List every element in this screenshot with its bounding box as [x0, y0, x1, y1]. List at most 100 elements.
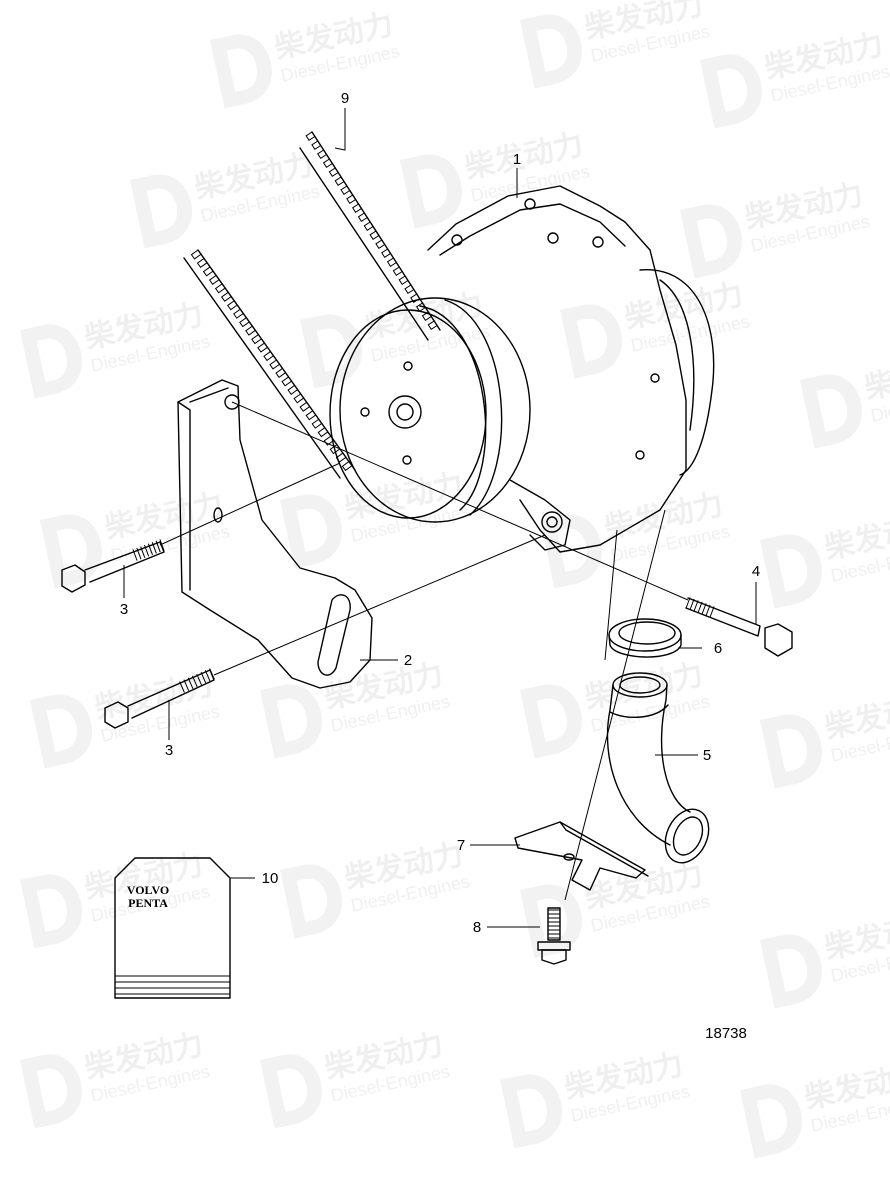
belt-tooth: [202, 266, 214, 277]
thread-line: [697, 601, 703, 614]
belt-tooth: [227, 300, 238, 311]
thread-line: [196, 673, 202, 686]
watermark-logo: [500, 1074, 562, 1149]
callout-1: 1: [513, 151, 521, 168]
watermark-logo: [540, 514, 602, 589]
callout-2: 2: [404, 652, 412, 669]
watermark-logo: [210, 34, 272, 109]
belt-tooth: [398, 275, 409, 285]
figure-number: 18738: [705, 1025, 747, 1042]
watermark-logo: [680, 204, 742, 279]
watermark-logo: [300, 314, 362, 389]
belt-tooth: [340, 185, 351, 195]
belt-tooth: [375, 239, 385, 249]
belt-tooth: [392, 266, 403, 276]
belt-tooth: [386, 257, 397, 267]
belt-tooth: [317, 149, 327, 159]
thread-line: [705, 604, 711, 617]
seal-ring: [608, 618, 682, 658]
thread-line: [179, 681, 185, 693]
manual-brand-line-2: PENTA: [128, 896, 168, 910]
belt-tooth: [328, 167, 339, 177]
thread-line: [685, 597, 691, 609]
thread-line: [144, 544, 150, 557]
belt-tooth: [369, 230, 380, 240]
thread-line: [200, 672, 207, 684]
watermark-logo: [520, 14, 582, 89]
belt-tooth: [311, 418, 323, 429]
watermark-logo: [800, 374, 862, 449]
watermark-logo: [760, 934, 822, 1009]
belt-tooth: [317, 427, 329, 438]
drive-belt: [183, 131, 441, 479]
thread-line: [689, 598, 695, 611]
callout-9: 9: [341, 90, 349, 107]
flange-bolt: [537, 907, 571, 965]
thread-line: [192, 675, 198, 688]
belt-tooth: [305, 410, 317, 421]
belt-tooth: [305, 131, 316, 141]
belt-tooth: [287, 384, 298, 395]
thread-line: [701, 603, 707, 615]
belt-tooth: [404, 284, 415, 294]
belt-tooth: [251, 334, 262, 345]
belt-tooth: [311, 140, 321, 150]
belt-tooth: [220, 291, 232, 302]
thread-line: [183, 679, 190, 691]
elbow-pipe: [606, 672, 710, 864]
watermark-logo: [20, 324, 82, 399]
thread-line: [140, 546, 146, 558]
belt-tooth: [341, 461, 353, 472]
belt-tooth: [357, 212, 368, 222]
belt-tooth: [381, 248, 391, 258]
watermark-logo: [560, 304, 622, 379]
callout-3a: 3: [120, 601, 128, 618]
thread-line: [147, 543, 153, 556]
callout-3b: 3: [165, 742, 173, 759]
manual-brand-line-1: VOLVO: [127, 883, 169, 897]
belt-tooth: [196, 258, 208, 269]
belt-tooth: [269, 359, 280, 370]
thread-line: [693, 600, 699, 612]
belt-tooth: [275, 368, 286, 379]
watermark-logo: [260, 1054, 322, 1129]
thread-line: [136, 547, 142, 560]
belt-tooth: [421, 311, 432, 321]
water-pump: [329, 185, 715, 553]
belt-tooth: [208, 274, 220, 285]
watermark-logo: [400, 154, 462, 229]
belt-tooth: [363, 221, 374, 231]
belt-tooth: [233, 308, 244, 319]
mounting-bracket: [177, 379, 373, 689]
belt-tooth: [214, 283, 226, 294]
belt-tooth: [263, 351, 274, 362]
thread-line: [709, 606, 715, 618]
watermark-logo: [20, 874, 82, 949]
belt-tooth: [427, 320, 438, 330]
belt-tooth: [293, 393, 304, 404]
thread-line: [159, 539, 165, 551]
thread-line: [151, 542, 157, 554]
watermark-logo: [740, 1084, 802, 1159]
watermark-text: 柴发动力: [862, 348, 890, 405]
belt-tooth: [257, 342, 268, 353]
watermark-logo: [30, 694, 92, 769]
thread-line: [209, 668, 215, 680]
thread-line: [132, 549, 138, 561]
